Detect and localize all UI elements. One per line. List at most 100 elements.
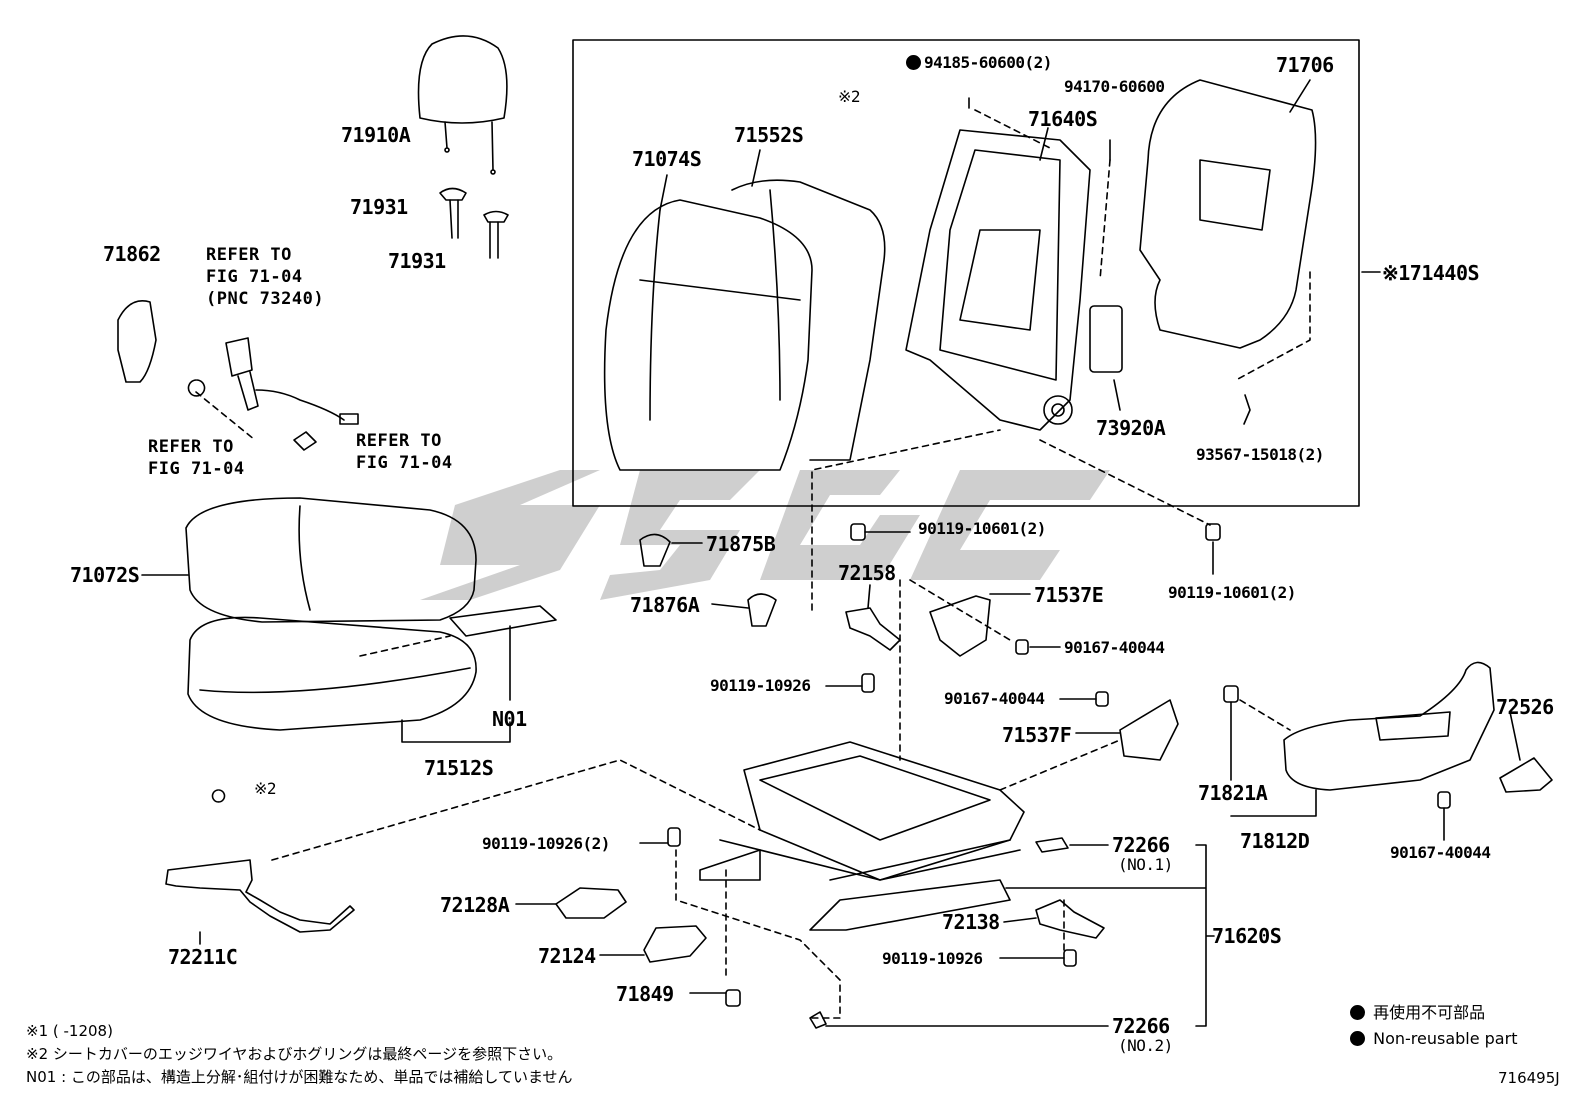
leader-dashed bbox=[271, 759, 761, 861]
cover-71875B-drawing bbox=[639, 533, 671, 567]
callout-note-mark: ※2 bbox=[838, 87, 861, 106]
side-airbag-drawing bbox=[1089, 305, 1123, 373]
seatback-board-drawing bbox=[1139, 79, 1317, 349]
non-reusable-marker bbox=[906, 55, 921, 70]
leader bbox=[1230, 789, 1317, 817]
leader bbox=[1039, 127, 1049, 161]
legend-item-en: Non-reusable part bbox=[1350, 1026, 1517, 1052]
cover-part-71862 bbox=[117, 300, 157, 383]
leader bbox=[1113, 379, 1121, 411]
seatback-cover-drawing bbox=[603, 179, 886, 471]
callout-71876A: 71876A bbox=[630, 593, 700, 617]
n01-pad-drawing bbox=[449, 605, 557, 637]
leader bbox=[1003, 917, 1037, 923]
armrest-drawing bbox=[1283, 661, 1553, 793]
seatback-frame-drawing bbox=[905, 129, 1091, 431]
figure-id: 716495J bbox=[1498, 1069, 1560, 1087]
leader bbox=[659, 174, 668, 211]
cover-71876A-drawing bbox=[747, 593, 777, 627]
leader-dashed bbox=[1235, 271, 1311, 381]
callout-90119-10601: 90119-10601(2) bbox=[918, 519, 1046, 538]
leader-dashed bbox=[909, 579, 1011, 641]
cover-72128A-drawing bbox=[555, 887, 627, 919]
callout-71862: 71862 bbox=[103, 242, 161, 266]
callout-71072S: 71072S bbox=[70, 563, 140, 587]
bolt-drawings bbox=[639, 523, 1451, 1007]
callout-72158: 72158 bbox=[838, 561, 896, 585]
callout-90119-10926: 90119-10926 bbox=[882, 949, 983, 968]
seat-frame-drawing bbox=[699, 741, 1025, 931]
leader-dashed bbox=[725, 869, 1065, 981]
clip-drawing bbox=[1243, 394, 1251, 425]
leader-dashed bbox=[1039, 439, 1211, 526]
reference-note-belt: REFER TO FIG 71-04 (PNC 73240) bbox=[206, 245, 325, 309]
callout-71512S: 71512S bbox=[424, 756, 494, 780]
callout-note-mark: ※2 bbox=[254, 779, 277, 798]
callout-text: 94185-60600(2) bbox=[924, 53, 1052, 72]
callout-72124: 72124 bbox=[538, 944, 596, 968]
headrest-drawing bbox=[417, 35, 508, 175]
callout-72526: 72526 bbox=[1496, 695, 1554, 719]
seat-cushion-cover-drawing bbox=[185, 497, 477, 731]
leader-dashed bbox=[999, 739, 1121, 791]
callout-90119-10926: 90119-10926(2) bbox=[482, 834, 610, 853]
callout-N01: N01 bbox=[492, 707, 527, 731]
leader-dashed bbox=[1239, 699, 1291, 731]
cover-71537F-drawing bbox=[1119, 699, 1179, 761]
callout-71910A: 71910A bbox=[341, 123, 411, 147]
callout-71440S: ※171440S bbox=[1382, 261, 1480, 285]
callout-90119-10926: 90119-10926 bbox=[710, 676, 811, 695]
callout-94185-60600: 94185-60600(2) bbox=[906, 54, 1052, 72]
callout-71537F: 71537F bbox=[1002, 723, 1072, 747]
footnote-2: ※2 シートカバーのエッジワイヤおよびホグリングは最終ページを参照下さい。 bbox=[26, 1045, 563, 1063]
callout-72266: 72266 bbox=[1112, 833, 1170, 857]
leader bbox=[867, 584, 871, 609]
reference-note-left: REFER TO FIG 71-04 bbox=[148, 437, 245, 479]
non-reusable-marker bbox=[1350, 1005, 1365, 1020]
leader bbox=[1289, 79, 1311, 113]
callout-72266: 72266 bbox=[1112, 1014, 1170, 1038]
callout-90119-10601: 90119-10601(2) bbox=[1168, 583, 1296, 602]
legend: 再使用不可部品 Non-reusable part bbox=[1350, 1000, 1517, 1052]
callout-71706: 71706 bbox=[1276, 53, 1334, 77]
bracket-72158-drawing bbox=[845, 607, 901, 651]
headrest-guide-drawing bbox=[439, 187, 509, 259]
reference-note-right: REFER TO FIG 71-04 bbox=[356, 431, 453, 473]
leader bbox=[968, 97, 1111, 161]
footnote-1: ※1 ( -1208) bbox=[26, 1022, 113, 1040]
leader bbox=[401, 625, 511, 743]
footnote-n01: N01 : この部品は、構造上分解･組付けが困難なため、単品では補給していません bbox=[26, 1068, 573, 1086]
callout-71931: 71931 bbox=[350, 195, 408, 219]
legend-item-jp: 再使用不可部品 bbox=[1350, 1000, 1517, 1026]
clip-72266-no2-drawing bbox=[809, 1011, 827, 1029]
leader bbox=[751, 149, 761, 187]
callout-72128A: 72128A bbox=[440, 893, 510, 917]
callout-90167-40044: 90167-40044 bbox=[1064, 638, 1165, 657]
callout-72138: 72138 bbox=[942, 910, 1000, 934]
callout-71074S: 71074S bbox=[632, 147, 702, 171]
callout-71821A: 71821A bbox=[1198, 781, 1268, 805]
clip-72266-no1-drawing bbox=[1035, 837, 1069, 853]
non-reusable-marker bbox=[1350, 1031, 1365, 1046]
seatbelt-buckle-drawing bbox=[187, 337, 359, 451]
callout-72266-sub: (NO.1) bbox=[1118, 855, 1173, 874]
cover-71537E-drawing bbox=[929, 595, 991, 657]
callout-71875B: 71875B bbox=[706, 532, 776, 556]
lever-72138-drawing bbox=[1035, 899, 1105, 939]
callout-71537E: 71537E bbox=[1034, 583, 1104, 607]
callout-71931: 71931 bbox=[388, 249, 446, 273]
legend-label: Non-reusable part bbox=[1373, 1029, 1518, 1048]
callout-71812D: 71812D bbox=[1240, 829, 1310, 853]
leader-dashed bbox=[811, 429, 1001, 611]
callout-93567-15018: 93567-15018(2) bbox=[1196, 445, 1324, 464]
callout-72211C: 72211C bbox=[168, 945, 238, 969]
leader-dashed bbox=[195, 391, 256, 441]
legend-label: 再使用不可部品 bbox=[1373, 1003, 1486, 1022]
watermark-logo bbox=[420, 470, 1110, 600]
callout-90167-40044: 90167-40044 bbox=[1390, 843, 1491, 862]
callout-71620S: 71620S bbox=[1212, 924, 1282, 948]
callout-71849: 71849 bbox=[616, 982, 674, 1006]
leader bbox=[1509, 711, 1521, 761]
